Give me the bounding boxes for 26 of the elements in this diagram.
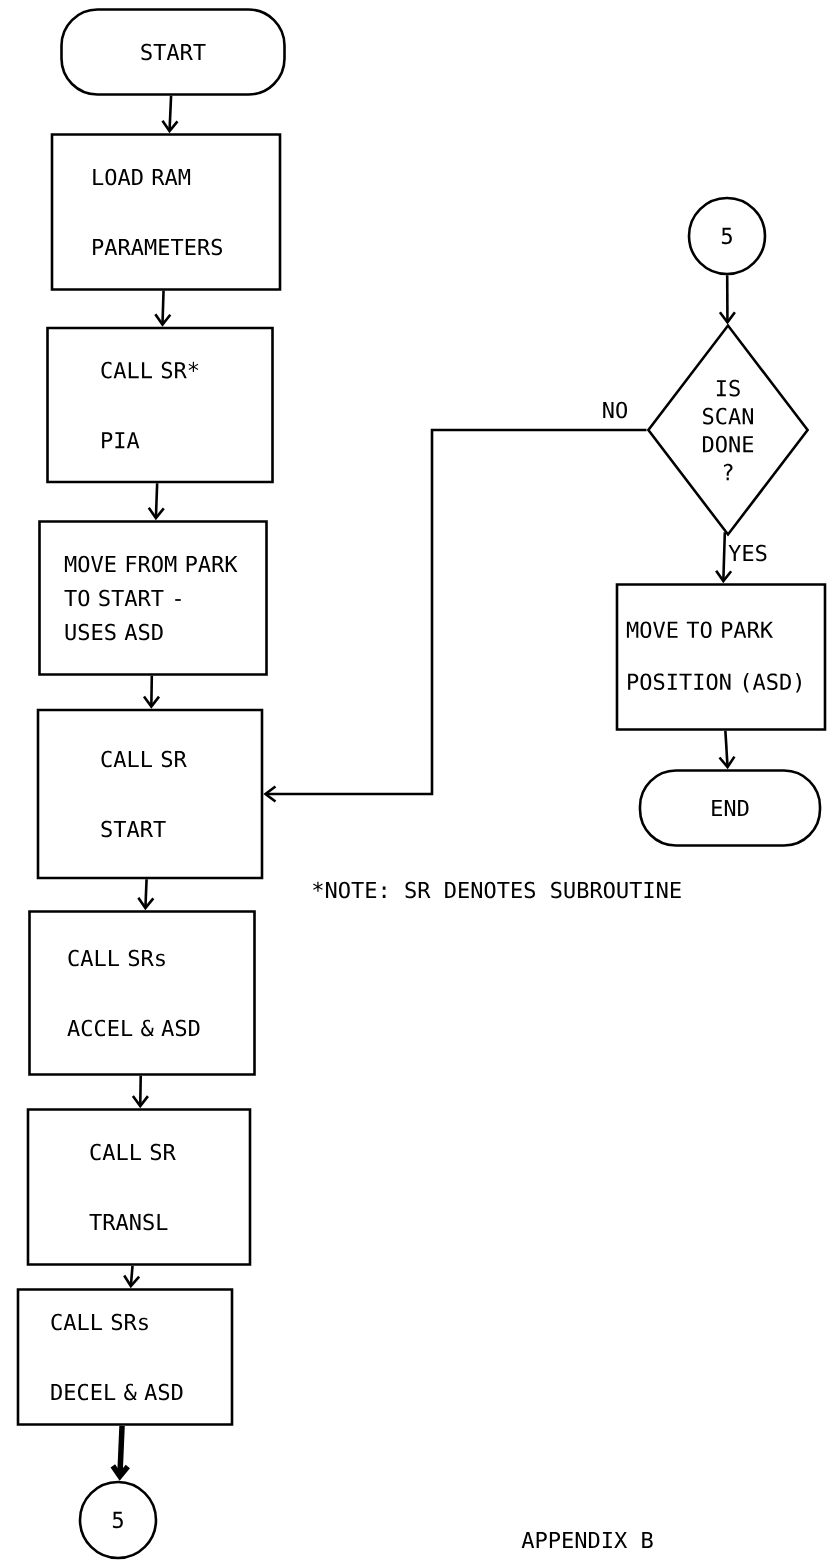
note-text: APPENDIX B [521,1532,653,1549]
arrow [718,730,736,770]
process-box: CALL SR TRANSL [26,1108,252,1266]
process-box: LOAD RAM PARAMETERS [50,133,282,291]
arrow [110,1425,130,1481]
arrow [263,428,647,803]
terminal-box: START [60,8,286,96]
process-box: MOVE FROM PARK TO START - USES ASD [38,520,268,676]
arrow [123,1265,141,1289]
arrow [154,290,172,327]
arrow [137,879,155,911]
arrow [147,483,165,521]
note-text: *NOTE: SR DENOTES SUBROUTINE [313,881,681,899]
process-box: CALL SRs DECEL & ASD [16,1288,234,1426]
process-box: CALL SRs ACCEL & ASD [28,910,256,1076]
terminal-box: END [638,769,822,847]
process-box: CALL SR* PIA [46,326,274,484]
edge-label: NO [600,400,630,420]
arrow [718,275,736,325]
arrow [142,675,160,709]
arrow [131,1075,149,1109]
process-box: CALL SR START [36,708,264,880]
arrow [161,95,179,134]
edge-label: YES [727,543,769,563]
arrow [715,532,733,584]
process-box: MOVE TO PARK POSITION (ASD) [615,583,827,731]
